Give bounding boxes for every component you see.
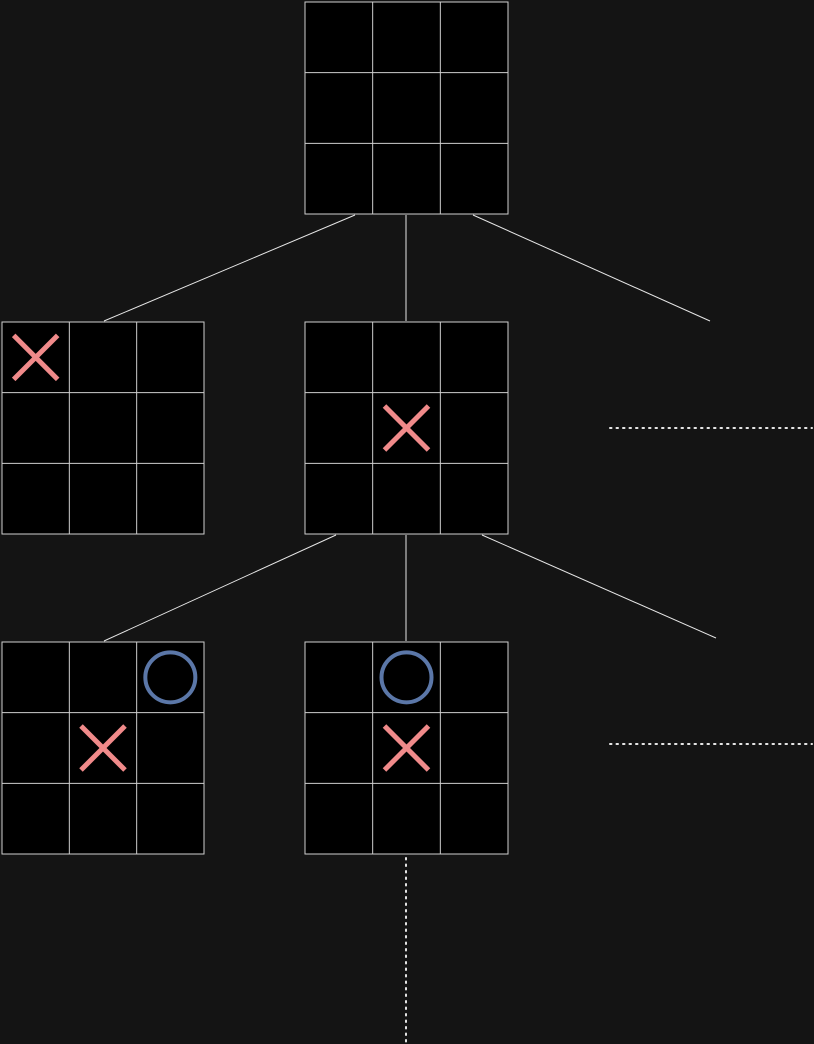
edges-layer (103, 214, 717, 642)
tree-edge-root-to-more-level-1 (472, 214, 711, 322)
o-mark-icon (379, 650, 434, 705)
board-frame (304, 1, 509, 215)
x-mark-icon (382, 404, 431, 452)
board-x-center (304, 321, 509, 535)
x-mark-icon (79, 724, 127, 772)
tree-edge-root-to-x-top-left (103, 214, 356, 322)
x-mark-stroke (382, 404, 431, 452)
ellipsis-layer (405, 427, 813, 1044)
x-mark-stroke (11, 333, 60, 382)
x-mark-stroke (79, 724, 127, 772)
x-mark-icon (382, 724, 431, 772)
o-mark-icon (143, 650, 198, 705)
boards-layer (1, 1, 509, 855)
board-x-top-left (1, 321, 205, 535)
board-root (304, 1, 509, 215)
tree-edge-x-center-to-more-level-2 (481, 534, 717, 639)
x-mark-stroke (382, 724, 431, 772)
x-mark-icon (11, 333, 60, 382)
tree-edge-x-center-to-x-center-o-top-right (103, 534, 337, 642)
board-x-center-o-top-right (1, 641, 205, 855)
board-x-center-o-top-middle (304, 641, 509, 855)
